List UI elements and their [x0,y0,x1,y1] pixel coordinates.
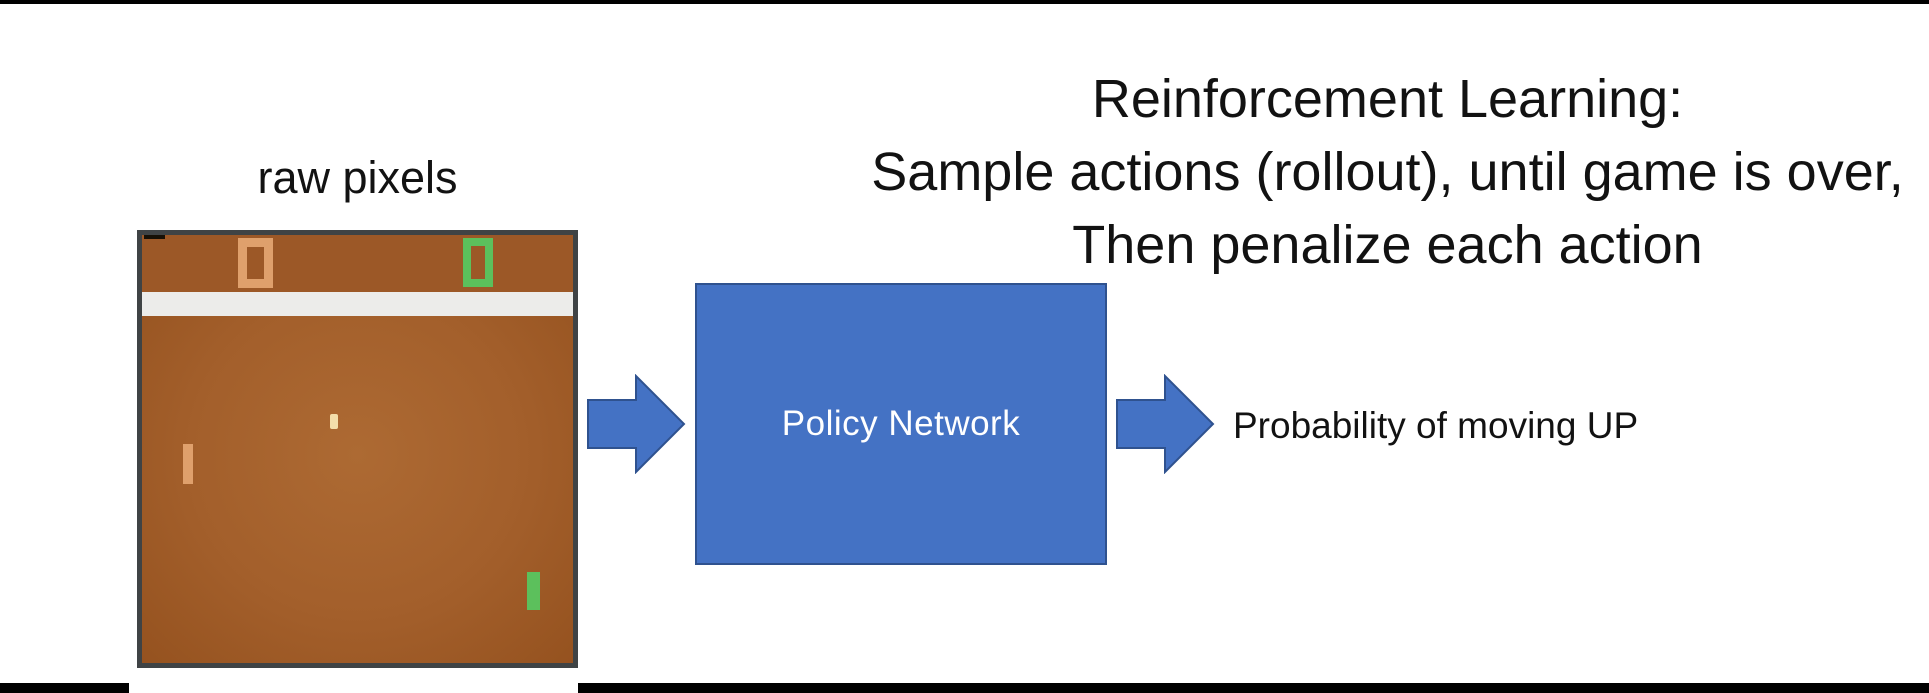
bottom-letterbox-bar-right [578,683,1929,693]
top-letterbox-bar [0,0,1929,4]
slide-title: Reinforcement Learning: Sample actions (… [845,63,1929,282]
title-line-3: Then penalize each action [1072,215,1703,275]
pong-ball [330,414,338,429]
pong-left-score-zero [238,238,273,288]
input-arrow-right-icon [587,374,686,474]
pong-top-wall [142,292,573,316]
pong-game-screenshot [137,230,578,668]
output-arrow-right-icon [1116,374,1215,474]
policy-network-label: Policy Network [781,404,1021,443]
probability-output-label: Probability of moving UP [1233,405,1639,446]
pong-right-paddle [527,572,540,610]
title-line-2: Sample actions (rollout), until game is … [871,142,1904,202]
bottom-letterbox-bar-left [0,683,129,693]
pong-score-area [142,235,573,292]
pong-left-paddle [183,444,193,484]
title-line-1: Reinforcement Learning: [1091,69,1684,129]
pong-corner-artifact [144,235,165,239]
raw-pixels-label: raw pixels [257,152,458,203]
pong-right-score-zero [463,238,493,287]
policy-network-box: Policy Network [695,283,1107,565]
pong-play-field [142,316,573,663]
